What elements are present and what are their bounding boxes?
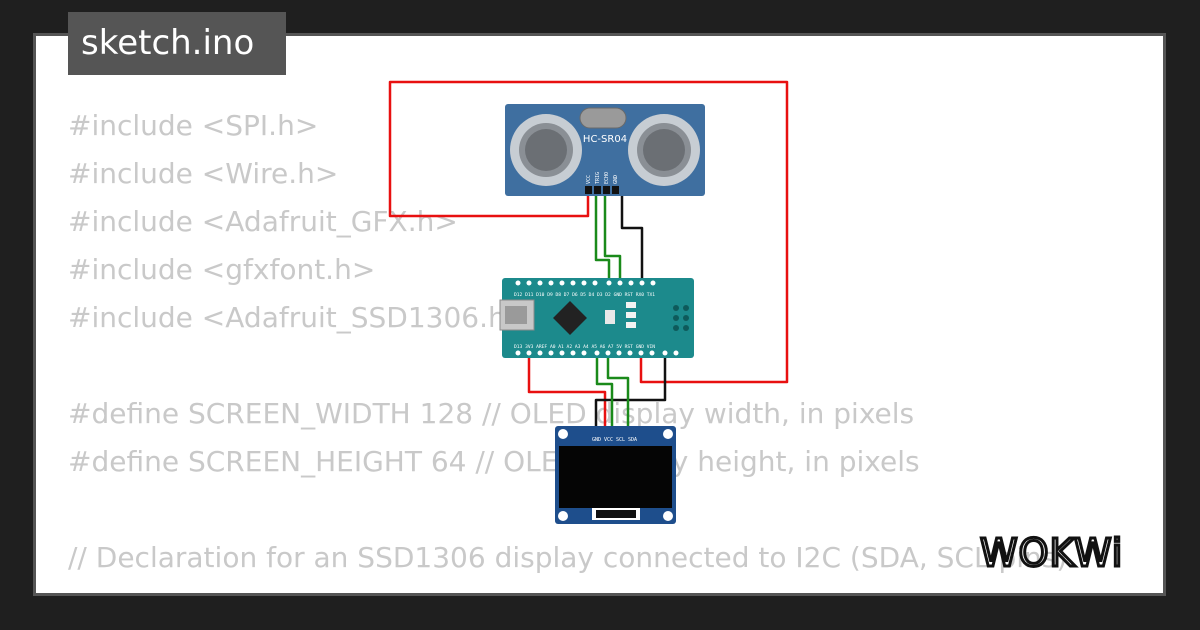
code-line: #include <Wire.h> <box>68 157 339 190</box>
code-line: #define OLED_RESET -1 // Reset pin # (or… <box>68 582 1099 593</box>
code-line: #include <SPI.h> <box>68 109 319 142</box>
wokwi-logo-text: WOKWi <box>980 531 1123 575</box>
oled-pin-gnd: GND <box>592 437 601 443</box>
sensor-label: HC-SR04 <box>583 134 627 145</box>
sensor-pin-echo: ECHO <box>604 172 610 184</box>
arduino-bottom-pins: D13 3V3 AREF A0 A1 A2 A3 A4 A5 A6 A7 5V … <box>514 344 655 350</box>
file-tab-sketch-ino[interactable]: sketch.ino <box>68 12 286 75</box>
code-line: // Declaration for an SSD1306 display co… <box>68 541 1068 574</box>
wires <box>388 80 789 434</box>
oled-scl-wire[interactable] <box>595 348 614 434</box>
hc-sr04-sensor[interactable]: HC-SR04 VCC TRIG ECHO GND <box>505 104 705 196</box>
arduino-pin-headers <box>515 280 679 356</box>
oled-gnd-wire[interactable] <box>594 348 667 434</box>
code-line: #include <gfxfont.h> <box>68 253 376 286</box>
gnd-wire[interactable] <box>620 194 644 289</box>
trig-wire[interactable] <box>594 194 611 289</box>
oled-vcc-wire[interactable] <box>527 348 607 434</box>
sensor-pin-vcc: VCC <box>586 175 592 184</box>
sensor-pin-trig: TRIG <box>595 172 601 184</box>
echo-wire[interactable] <box>603 194 622 289</box>
code-line: #include <Adafruit_GFX.h> <box>68 205 458 238</box>
code-line: #define SCREEN_WIDTH 128 // OLED display… <box>68 397 915 430</box>
oled-sda-wire[interactable] <box>606 348 630 434</box>
arduino-nano[interactable]: D12 D11 D10 D9 D8 D7 D6 D5 D4 D3 D2 GND … <box>499 278 694 358</box>
sensor-pin-gnd: GND <box>613 175 619 184</box>
arduino-top-pins: D12 D11 D10 D9 D8 D7 D6 D5 D4 D3 D2 GND … <box>514 292 655 298</box>
icsp-header <box>673 305 689 331</box>
code-line: #include <Adafruit_SSD1306.h> <box>68 301 530 334</box>
oled-pin-vcc: VCC <box>604 437 613 443</box>
wokwi-logo: WOKWi <box>979 530 1124 577</box>
oled-pin-scl: SCL <box>616 437 625 443</box>
oled-display[interactable]: GND VCC SCL SDA <box>555 426 676 524</box>
oled-pin-sda: SDA <box>628 437 637 443</box>
